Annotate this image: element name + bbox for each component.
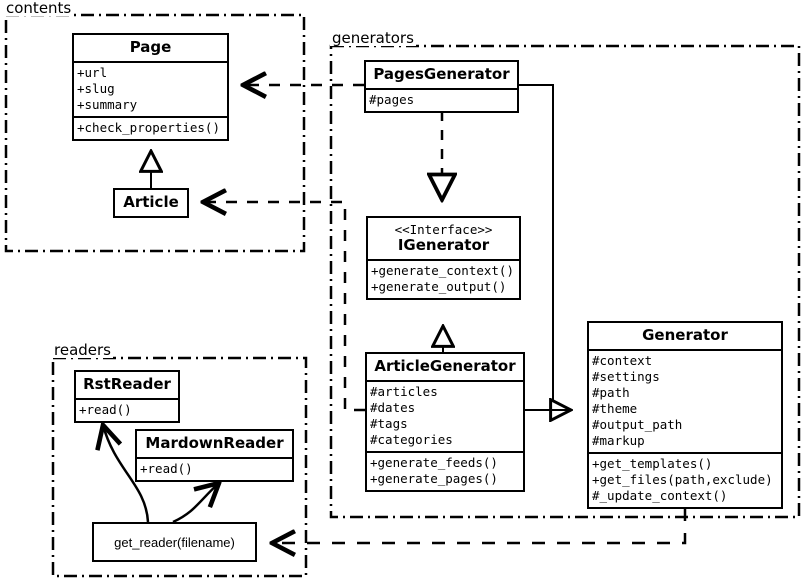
class-generator-attributes: #context #settings #path #theme #output_…	[589, 349, 781, 452]
method-row: +generate_output()	[371, 279, 507, 294]
method-row: +generate_context()	[371, 263, 514, 278]
attribute-row: #pages	[369, 92, 415, 107]
class-pagesgenerator-name: PagesGenerator	[373, 65, 510, 83]
class-page-attributes: +url +slug +summary	[74, 61, 227, 116]
class-rstreader-methods: +read()	[76, 398, 178, 421]
class-articlegenerator-name: ArticleGenerator	[374, 357, 516, 375]
attribute-row: #dates	[370, 400, 416, 415]
method-row: +get_templates()	[592, 456, 713, 471]
class-mardownreader-name: MardownReader	[145, 434, 284, 452]
attribute-row: #output_path	[592, 417, 683, 432]
attribute-row: +slug	[77, 81, 115, 96]
method-row: +generate_pages()	[370, 471, 498, 486]
attribute-row: #categories	[370, 432, 453, 447]
attribute-row: +summary	[77, 97, 138, 112]
class-generator[interactable]: Generator #context #settings #path #them…	[587, 321, 783, 509]
class-rstreader[interactable]: RstReader +read()	[74, 370, 180, 423]
method-row: +get_files(path,exclude)	[592, 472, 773, 487]
edge-get-reader-returns-mardownreader	[172, 483, 219, 524]
class-pagesgenerator-attributes: #pages	[366, 88, 517, 111]
class-page[interactable]: Page +url +slug +summary +check_properti…	[72, 33, 229, 141]
method-row: +read()	[79, 402, 132, 417]
function-get-reader[interactable]: get_reader(filename)	[92, 522, 257, 562]
attribute-row: #tags	[370, 416, 408, 431]
class-igenerator-name: <<Interface>> IGenerator	[368, 218, 519, 259]
class-articlegenerator-attributes: #articles #dates #tags #categories	[367, 380, 523, 451]
class-articlegenerator-methods: +generate_feeds() +generate_pages()	[367, 451, 523, 490]
attribute-row: #path	[592, 385, 630, 400]
method-row: #_update_context()	[592, 488, 728, 503]
class-mardownreader[interactable]: MardownReader +read()	[135, 429, 294, 482]
attribute-row: #theme	[592, 401, 638, 416]
class-igenerator-title: IGenerator	[397, 236, 490, 254]
attribute-row: +url	[77, 65, 108, 80]
class-articlegenerator[interactable]: ArticleGenerator #articles #dates #tags …	[365, 352, 525, 492]
method-row: +read()	[140, 461, 193, 476]
method-row: +check_properties()	[77, 120, 220, 135]
attribute-row: #articles	[370, 384, 438, 399]
class-mardownreader-methods: +read()	[137, 457, 292, 480]
class-pagesgenerator[interactable]: PagesGenerator #pages	[364, 60, 519, 113]
class-igenerator[interactable]: <<Interface>> IGenerator +generate_conte…	[366, 216, 521, 300]
attribute-row: #settings	[592, 369, 660, 384]
class-igenerator-methods: +generate_context() +generate_output()	[368, 259, 519, 298]
attribute-row: #context	[592, 353, 653, 368]
class-generator-methods: +get_templates() +get_files(path,exclude…	[589, 452, 781, 507]
class-article[interactable]: Article	[113, 188, 189, 218]
package-label-readers: readers	[52, 341, 113, 359]
package-label-contents: contents	[4, 0, 74, 17]
edge-articlegenerator-uses-article	[203, 202, 365, 412]
class-igenerator-stereotype: <<Interface>>	[394, 222, 493, 237]
edge-pagesgenerator-inherits-generator	[519, 84, 571, 410]
package-label-generators: generators	[330, 29, 416, 47]
class-page-methods: +check_properties()	[74, 116, 227, 139]
class-page-name: Page	[129, 38, 172, 56]
edge-generator-uses-get-reader	[272, 508, 687, 543]
class-generator-name: Generator	[642, 326, 728, 344]
class-article-name: Article	[123, 193, 179, 211]
class-rstreader-name: RstReader	[83, 375, 171, 393]
attribute-row: #markup	[592, 433, 645, 448]
method-row: +generate_feeds()	[370, 455, 498, 470]
